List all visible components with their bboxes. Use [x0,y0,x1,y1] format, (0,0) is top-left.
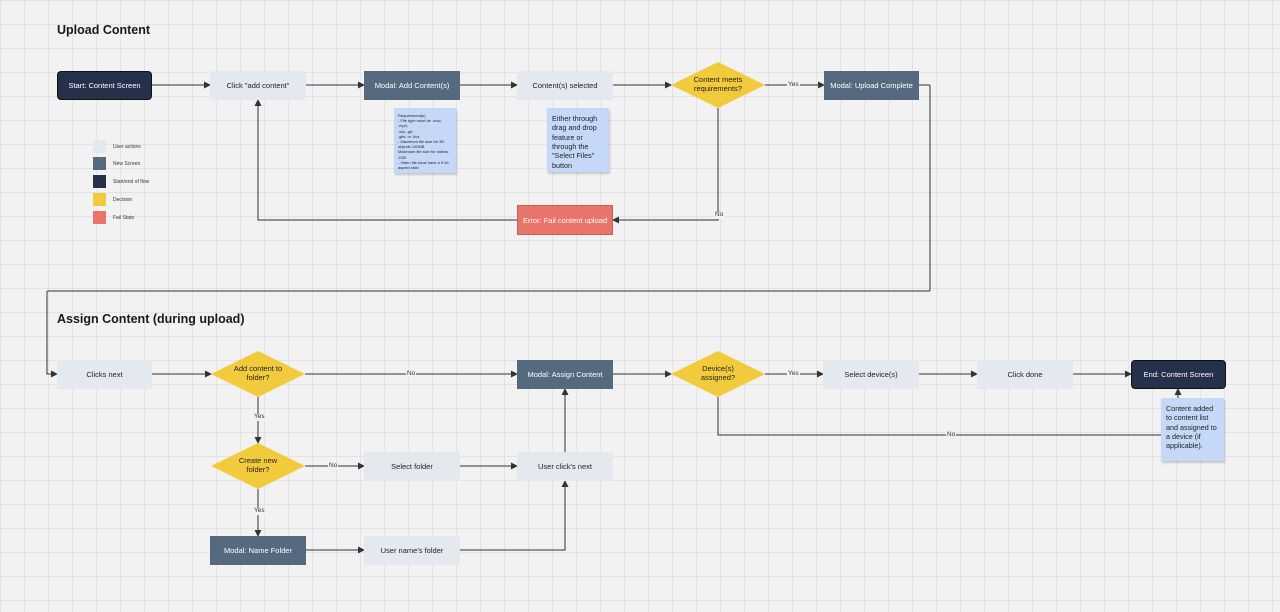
edge-label-no: No [328,462,339,470]
edge-label-yes: Yes [787,81,800,89]
decision-meets-requirements-label: Content meets requirements? [693,75,743,93]
decision-meets-requirements[interactable]: Content meets requirements? [671,62,765,108]
legend-swatch [93,140,106,153]
legend-label: Fail State [113,214,135,221]
start-node[interactable]: Start: Content Screen [57,71,152,100]
legend-item-fail-state: Fail State [93,211,134,224]
error-fail-upload-node[interactable]: Error: Fail content upload [517,205,613,235]
legend-label: Decision [113,196,133,203]
decision-add-to-folder-label: Add content to folder? [233,364,283,382]
legend-swatch [93,175,106,188]
edge-error-back [254,99,517,221]
edge-device-no [717,388,1182,436]
select-folder-node[interactable]: Select folder [364,452,460,481]
content-selected-node[interactable]: Content(s) selected [517,71,613,100]
edge-label-yes: Yes [787,370,800,378]
modal-add-content-node[interactable]: Modal: Add Content(s) [364,71,460,100]
edge-decision-no [612,108,719,224]
modal-upload-complete-node[interactable]: Modal: Upload Complete [824,71,919,100]
legend-swatch [93,193,106,206]
end-node[interactable]: End: Content Screen [1131,360,1226,389]
click-done-node[interactable]: Click done [977,360,1073,389]
requirements-sticky-note: Requirement(s) - File type must be .mov,… [394,108,456,173]
edge-complete-to-assign [46,84,931,378]
end-sticky-note: Content added to content list and assign… [1161,398,1224,461]
decision-create-folder-label: Create new folder? [238,456,278,474]
legend-label: New Screen [113,160,141,167]
legend-swatch [93,211,106,224]
legend-item-decision: Decision [93,193,132,206]
legend-swatch [93,157,106,170]
edge-usernames-to-next [460,480,569,551]
legend-item-user-actions: User actions [93,140,141,153]
section-title-upload: Upload Content [57,23,151,37]
decision-add-to-folder[interactable]: Add content to folder? [211,351,305,397]
drag-drop-sticky-note: Either through drag and drop feature or … [547,108,609,172]
edge-label-no: No [406,370,417,378]
edge-label-yes: Yes [253,413,266,421]
legend-label: User actions [113,143,141,150]
legend-item-new-screen: New Screen [93,157,140,170]
edge-label-no: No [946,431,957,439]
user-names-folder-node[interactable]: User name's folder [364,536,460,565]
decision-device-assigned-label: Device(s) assigned? [700,364,736,382]
section-title-assign: Assign Content (during upload) [57,312,245,326]
legend-label: Start/end of flow [113,178,150,185]
modal-assign-content-node[interactable]: Modal: Assign Content [517,360,613,389]
edge-label-yes: Yes [253,507,266,515]
user-clicks-next-node[interactable]: User click's next [517,452,613,481]
decision-create-folder[interactable]: Create new folder? [211,443,305,489]
modal-name-folder-node[interactable]: Modal: Name Folder [210,536,306,565]
legend-item-start-end: Start/end of flow [93,175,149,188]
edge-label-no: No [714,211,725,219]
click-add-content-node[interactable]: Click "add content" [210,71,306,100]
select-devices-node[interactable]: Select device(s) [823,360,919,389]
decision-device-assigned[interactable]: Device(s) assigned? [671,351,765,397]
clicks-next-node[interactable]: Clicks next [57,360,152,389]
